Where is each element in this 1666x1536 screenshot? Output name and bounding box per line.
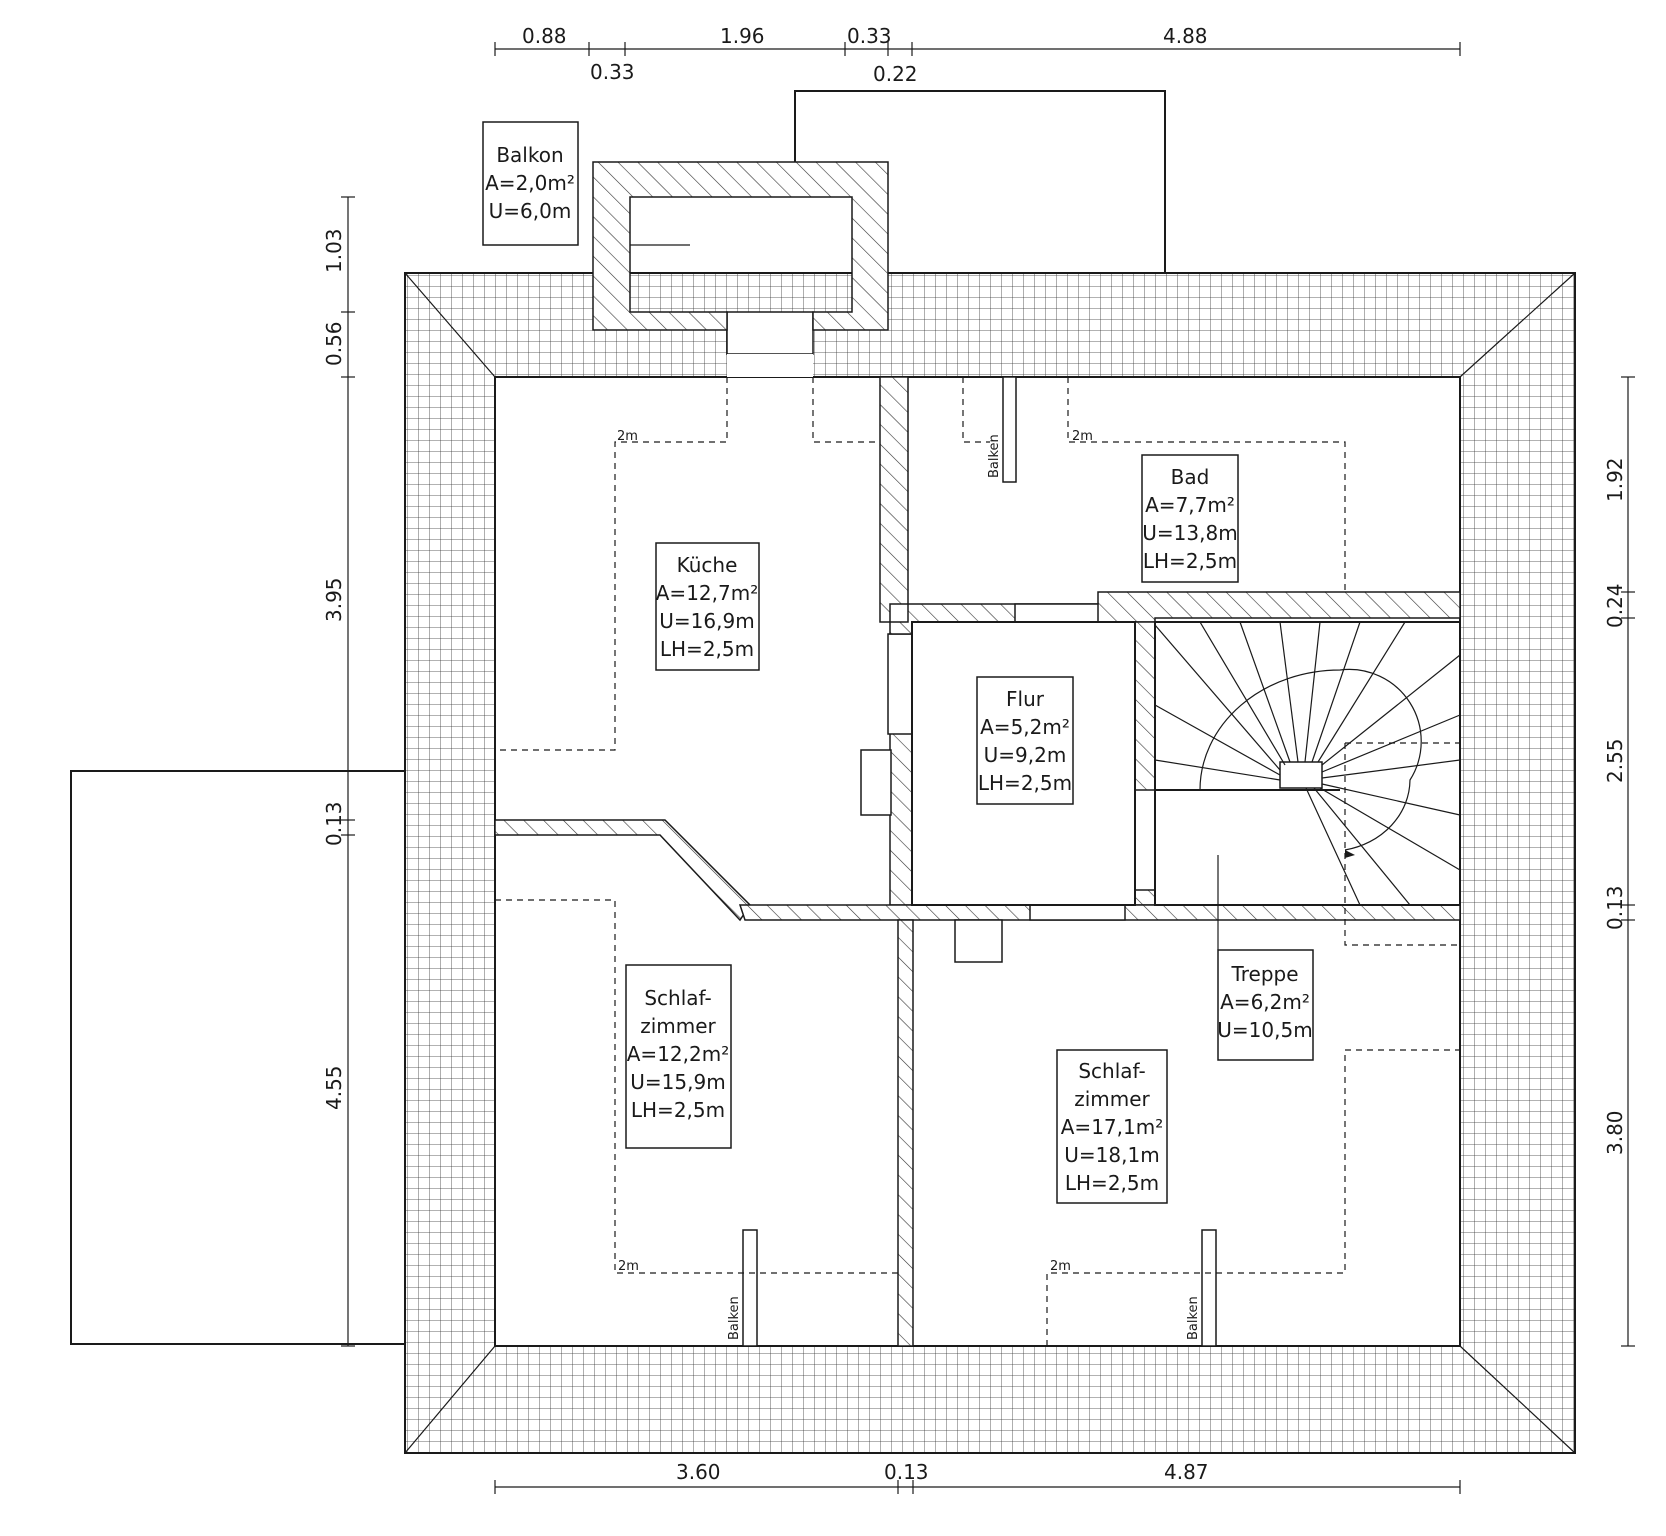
dim-top-5: 0.33 [590, 60, 635, 84]
room-area: A=5,2m² [980, 715, 1070, 739]
room-label-kueche: Küche A=12,7m² U=16,9m LH=2,5m [655, 542, 760, 671]
dim-right-3: 2.55 [1603, 738, 1627, 783]
dim-right-2: 0.24 [1603, 583, 1627, 628]
dim-top-1: 0.88 [522, 24, 567, 48]
beam-schlaf2 [1201, 1229, 1217, 1347]
room-name: Bad [1171, 465, 1210, 489]
dim-left-1: 1.03 [322, 228, 346, 273]
room-label-bad: Bad A=7,7m² U=13,8m LH=2,5m [1141, 454, 1239, 583]
beam-label-schlaf1: Balken [727, 1296, 742, 1340]
dim-top-6: 0.22 [873, 62, 918, 86]
beam-schlaf1 [742, 1229, 758, 1347]
height-line-label-kueche: 2m [617, 429, 638, 444]
room-label-schlafzimmer-2: Schlaf- zimmer A=17,1m² U=18,1m LH=2,5m [1056, 1049, 1168, 1204]
dim-left-4: 0.13 [322, 801, 346, 846]
roof-outline-top [794, 90, 1166, 273]
dim-top-2: 1.96 [720, 24, 765, 48]
dimension-lines [341, 42, 1635, 1494]
dim-right-1: 1.92 [1603, 457, 1627, 502]
beam-label-bad: Balken [987, 434, 1002, 478]
room-label-treppe: Treppe A=6,2m² U=10,5m [1217, 949, 1314, 1061]
beam-label-schlaf2: Balken [1186, 1296, 1201, 1340]
room-name: Flur [1006, 687, 1045, 711]
beam-bad [1002, 376, 1017, 483]
annex-outline [70, 770, 406, 1345]
room-height: LH=2,5m [660, 637, 754, 661]
dim-bottom-3: 4.87 [1164, 1460, 1209, 1484]
room-height: LH=2,5m [631, 1098, 725, 1122]
staircase [1154, 621, 1461, 950]
dim-right-5: 3.80 [1603, 1110, 1627, 1155]
balcony-walls [592, 161, 889, 331]
height-line-label-schlaf1: 2m [618, 1259, 639, 1274]
balcony-door-opening [726, 311, 814, 355]
height-2m-lines [495, 377, 1460, 1346]
room-name: Balkon [496, 143, 563, 167]
room-name-line1: Schlaf- [644, 986, 711, 1010]
room-label-schlafzimmer-1: Schlaf- zimmer A=12,2m² U=15,9m LH=2,5m [625, 964, 732, 1149]
room-area: A=6,2m² [1220, 990, 1310, 1014]
room-label-flur: Flur A=5,2m² U=9,2m LH=2,5m [976, 676, 1074, 805]
room-area: A=12,2m² [627, 1042, 729, 1066]
room-name-line2: zimmer [640, 1014, 716, 1038]
dim-left-3: 3.95 [322, 577, 346, 622]
room-height: LH=2,5m [978, 771, 1072, 795]
room-name: Treppe [1230, 962, 1298, 986]
dim-top-4: 4.88 [1163, 24, 1208, 48]
room-perimeter: U=18,1m [1064, 1143, 1159, 1167]
room-height: LH=2,5m [1143, 549, 1237, 573]
room-area: A=17,1m² [1061, 1115, 1163, 1139]
room-perimeter: U=6,0m [489, 199, 572, 223]
interior-walls [494, 376, 1461, 1347]
room-area: A=12,7m² [656, 581, 758, 605]
room-perimeter: U=16,9m [659, 609, 754, 633]
dim-top-3: 0.33 [847, 24, 892, 48]
room-area: A=2,0m² [485, 171, 575, 195]
room-perimeter: U=13,8m [1142, 521, 1237, 545]
room-height: LH=2,5m [1065, 1171, 1159, 1195]
room-label-balkon: Balkon A=2,0m² U=6,0m [482, 121, 579, 246]
room-perimeter: U=9,2m [984, 743, 1067, 767]
height-line-label-bad: 2m [1072, 429, 1093, 444]
room-name-line1: Schlaf- [1078, 1059, 1145, 1083]
room-perimeter: U=15,9m [630, 1070, 725, 1094]
dim-bottom-2: 0.13 [884, 1460, 929, 1484]
dim-right-4: 0.13 [1603, 885, 1627, 930]
room-name-line2: zimmer [1074, 1087, 1150, 1111]
dim-bottom-1: 3.60 [676, 1460, 721, 1484]
dim-left-2: 0.56 [322, 321, 346, 366]
height-line-label-schlaf2: 2m [1050, 1259, 1071, 1274]
dim-left-5: 4.55 [322, 1065, 346, 1110]
room-perimeter: U=10,5m [1217, 1018, 1312, 1042]
room-area: A=7,7m² [1145, 493, 1235, 517]
room-name: Küche [677, 553, 738, 577]
